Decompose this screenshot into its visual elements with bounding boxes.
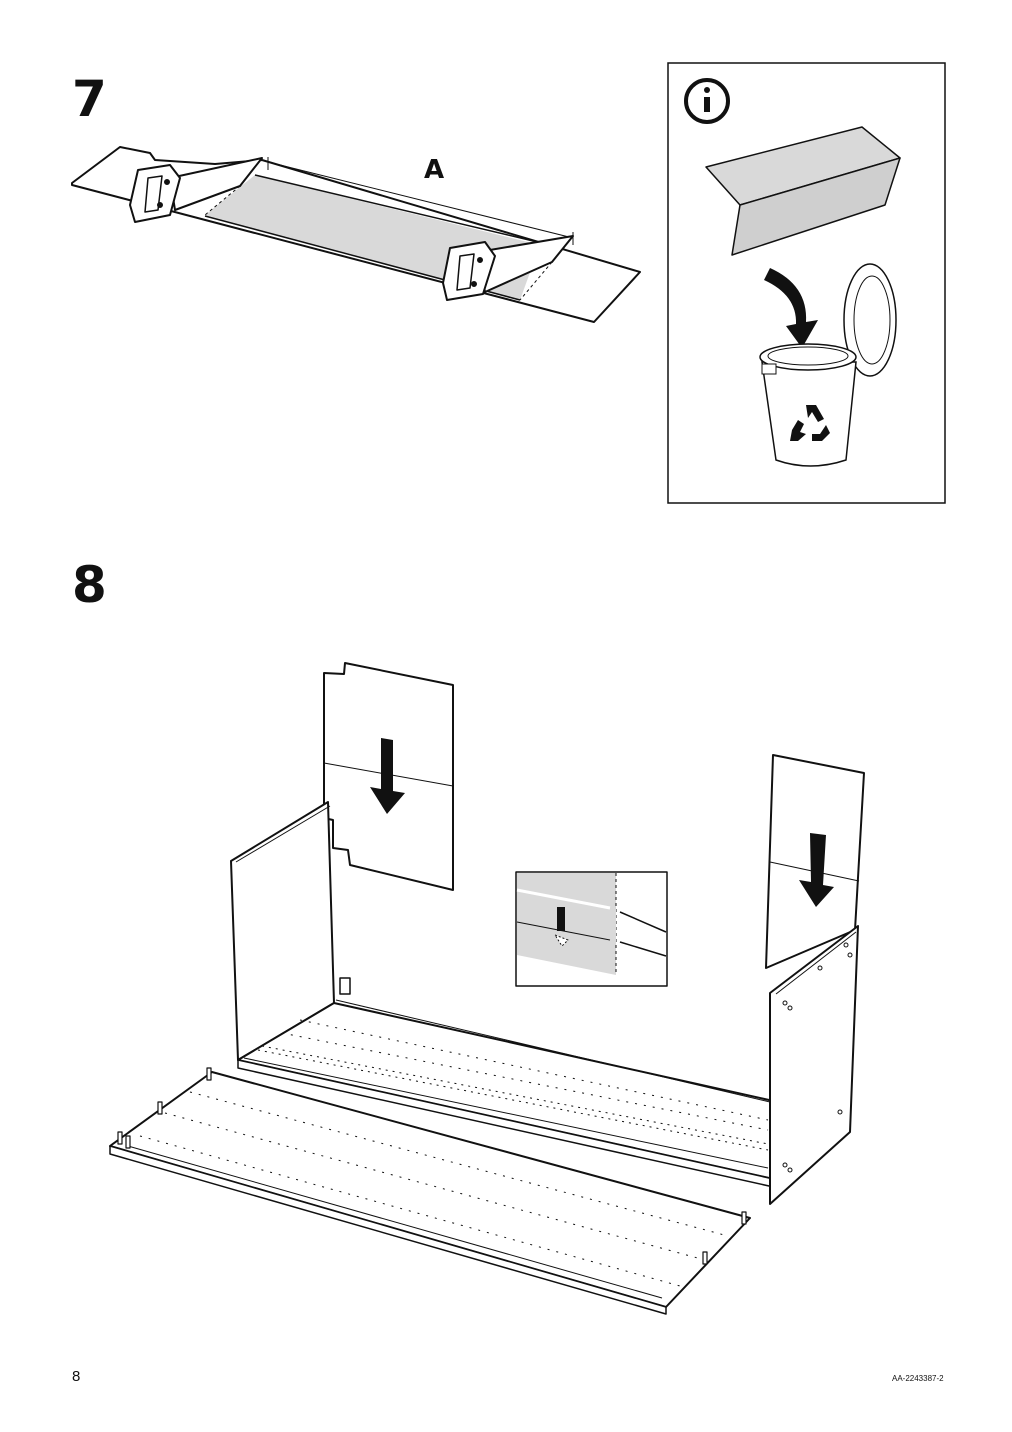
info-panel — [667, 62, 946, 504]
down-arrow-icon — [370, 738, 405, 814]
step-8-illustration — [109, 662, 865, 1315]
saw-left — [129, 157, 263, 223]
back-panel-left — [323, 662, 454, 891]
cut-length-label: A — [424, 155, 445, 185]
info-icon — [684, 78, 730, 124]
step-7-number: 7 — [72, 70, 107, 128]
corner-bracket — [339, 977, 351, 995]
step-7-illustration — [71, 146, 641, 323]
dimension-line — [267, 161, 574, 239]
recycle-icon — [790, 405, 830, 441]
cabinet-right-side — [769, 925, 859, 1205]
document-code: AA-2243387-2 — [892, 1374, 944, 1383]
saw-right — [442, 235, 574, 301]
arrow-into-bin-icon — [764, 268, 818, 348]
detail-callout — [515, 871, 668, 987]
offcut-strip — [705, 126, 901, 256]
down-arrow-icon — [799, 833, 834, 907]
page-number: 8 — [72, 1368, 81, 1385]
step-8-number: 8 — [72, 556, 107, 614]
front-panel — [109, 1067, 751, 1315]
